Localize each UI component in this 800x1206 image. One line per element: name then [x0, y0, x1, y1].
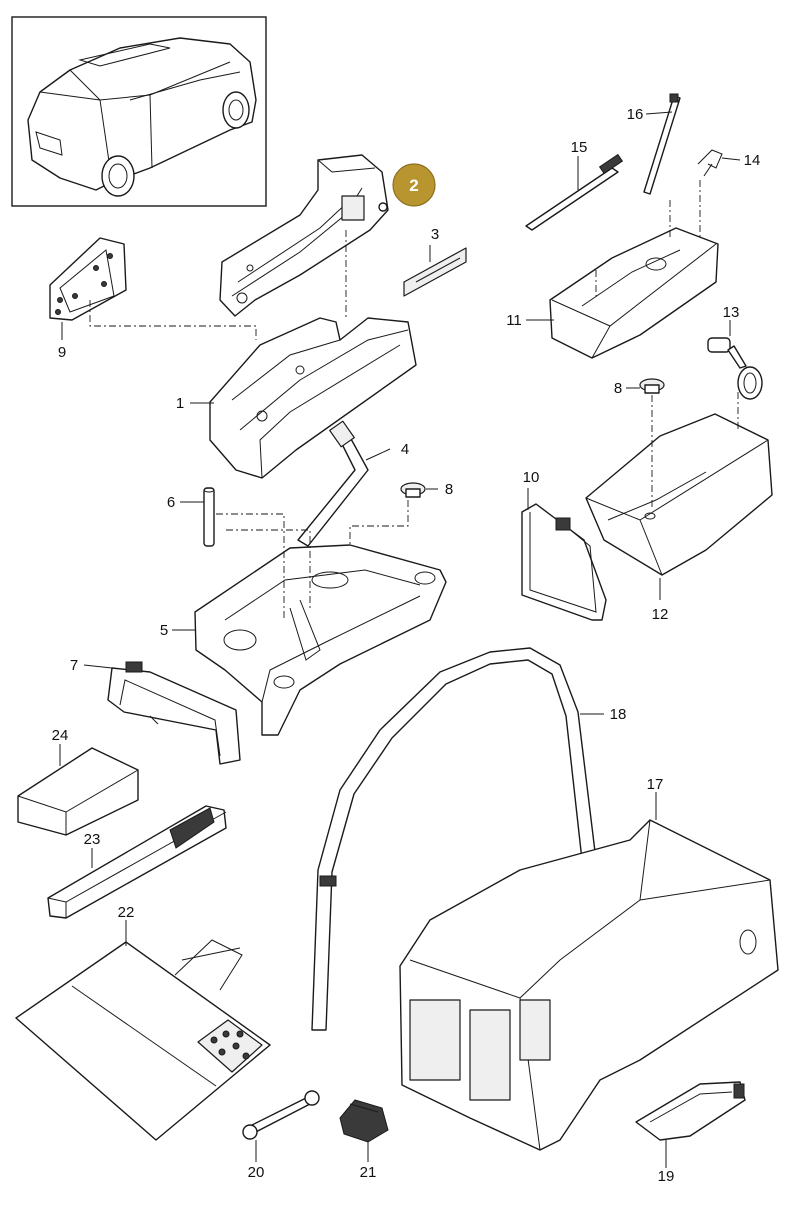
callout-16[interactable]: 16 — [627, 106, 644, 123]
callout-17[interactable]: 17 — [647, 776, 664, 793]
part-open-wrench — [242, 1090, 320, 1140]
part-eye-bolt — [707, 337, 763, 400]
part-bracket — [635, 1081, 746, 1141]
part-spring-clip — [697, 149, 723, 177]
part-jack — [219, 154, 389, 317]
callout-labels: 1 3 4 5 6 7 8 8 9 10 11 12 13 14 15 16 1… — [52, 106, 761, 1185]
part-pin — [203, 487, 215, 547]
part-strap-small — [107, 661, 241, 765]
part-strip — [403, 247, 467, 297]
callout-11[interactable]: 11 — [506, 312, 522, 329]
part-tray-lower — [585, 413, 773, 576]
part-bracket-plate — [49, 237, 127, 321]
callout-23[interactable]: 23 — [84, 831, 101, 848]
callout-8-middle[interactable]: 8 — [445, 481, 453, 498]
part-tow-rod — [643, 93, 681, 195]
callout-14[interactable]: 14 — [744, 152, 761, 169]
part-tray-upper — [549, 227, 719, 359]
part-rod — [525, 153, 624, 231]
callout-4[interactable]: 4 — [401, 441, 409, 458]
callout-2[interactable]: 2 — [409, 176, 418, 195]
callout-13[interactable]: 13 — [723, 304, 740, 321]
callout-20[interactable]: 20 — [248, 1164, 265, 1181]
callout-21[interactable]: 21 — [360, 1164, 377, 1181]
part-plug-b — [639, 378, 665, 394]
part-wheel-wrench — [297, 420, 369, 547]
part-plug-a — [400, 482, 426, 498]
callout-8-right[interactable]: 8 — [614, 380, 622, 397]
part-warning-triangle-case — [47, 805, 227, 919]
callout-10[interactable]: 10 — [523, 469, 540, 486]
part-2-highlight-badge[interactable]: 2 — [392, 163, 436, 207]
callout-3[interactable]: 3 — [431, 226, 439, 243]
part-strap-frame — [521, 503, 607, 621]
part-jack-holder — [209, 317, 417, 479]
callout-24[interactable]: 24 — [52, 727, 69, 744]
vehicle-inset — [11, 16, 267, 207]
leader-lines — [59, 111, 741, 1168]
part-first-aid-box — [17, 747, 139, 836]
part-cover-mat — [15, 939, 271, 1141]
callout-22[interactable]: 22 — [118, 904, 135, 921]
callout-15[interactable]: 15 — [571, 139, 588, 156]
callout-18[interactable]: 18 — [610, 706, 627, 723]
callout-6[interactable]: 6 — [167, 494, 175, 511]
callout-5[interactable]: 5 — [160, 622, 168, 639]
callout-12[interactable]: 12 — [652, 606, 669, 623]
callout-19[interactable]: 19 — [658, 1168, 675, 1185]
part-spare-wheel-insert — [399, 819, 779, 1151]
part-clip — [339, 1099, 389, 1143]
callout-1[interactable]: 1 — [176, 395, 184, 412]
assembly-lines — [89, 180, 739, 620]
callout-7[interactable]: 7 — [70, 657, 78, 674]
part-tool-tray — [194, 544, 447, 736]
callout-9[interactable]: 9 — [58, 344, 66, 361]
